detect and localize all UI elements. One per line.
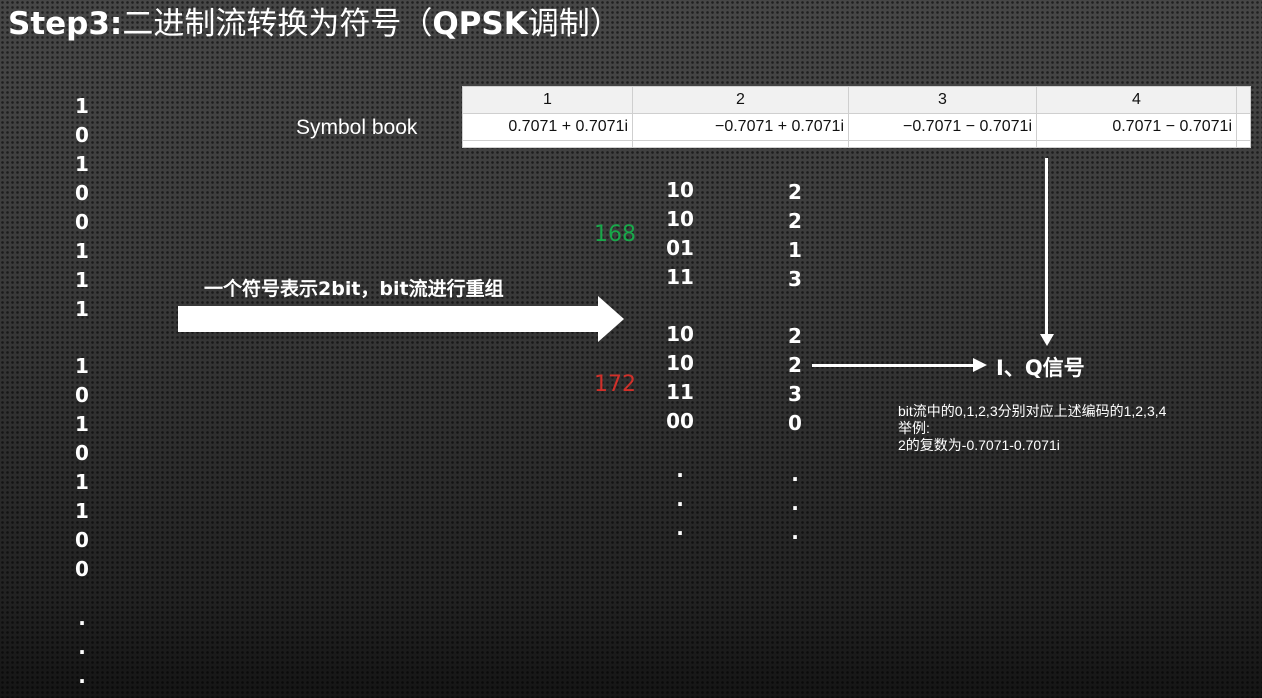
bit: 0 (75, 123, 89, 147)
ellipsis-dot: . (676, 516, 684, 540)
bit: 1 (75, 268, 89, 292)
symbol-index: 3 (788, 382, 802, 406)
ellipsis-dot: . (791, 462, 799, 486)
slide-title: Step3:二进制流转换为符号（QPSK调制） (8, 2, 621, 46)
ellipsis-dot: . (78, 635, 86, 659)
marker-green: 168 (594, 222, 636, 247)
down-arrow-head (1040, 334, 1054, 346)
bit: 0 (75, 210, 89, 234)
bit: 1 (75, 470, 89, 494)
ellipsis-dot: . (676, 487, 684, 511)
symbol-to-iq-arrow (812, 364, 974, 367)
symbol-book-header: 4 (1036, 86, 1237, 114)
symbol-index: 2 (788, 324, 802, 348)
bit: 1 (75, 499, 89, 523)
symbol-book-value: −0.7071 + 0.7071i (632, 113, 849, 141)
bitstream-column: 1 0 1 0 0 1 1 1 1 0 1 0 1 1 0 0 . . . (70, 92, 94, 691)
title-step: Step3: (8, 6, 123, 42)
symbol-index: 2 (788, 180, 802, 204)
bit: 1 (75, 412, 89, 436)
note-line: 举例: (898, 420, 930, 436)
title-text-end: 调制） (527, 6, 621, 42)
bit-pair: 10 (666, 207, 694, 231)
ellipsis-dot: . (791, 520, 799, 544)
bit: 0 (75, 557, 89, 581)
symbol-book-header: 3 (848, 86, 1037, 114)
bit-pairs-column: 10 10 01 11 10 10 11 00 . . . (660, 176, 700, 543)
symbol-book-table: 1 2 3 4 0.7071 + 0.7071i −0.7071 + 0.707… (462, 86, 1251, 148)
bit: 0 (75, 383, 89, 407)
right-arrow-head (973, 358, 987, 372)
symbol-book-value: 0.7071 + 0.7071i (462, 113, 633, 141)
ellipsis-dot: . (676, 458, 684, 482)
bit: 0 (75, 528, 89, 552)
symbol-book-value: 0.7071 − 0.7071i (1036, 113, 1237, 141)
symbol-book-header: 1 (462, 86, 633, 114)
symbols-column: 2 2 1 3 2 2 3 0 . . . (784, 178, 806, 547)
marker-red: 172 (594, 372, 636, 397)
explanation-note: bit流中的0,1,2,3分别对应上述编码的1,2,3,4 举例: 2的复数为-… (898, 403, 1166, 454)
symbol-index: 1 (788, 238, 802, 262)
title-text: 二进制流转换为符号（ (122, 6, 433, 42)
symbol-index: 0 (788, 411, 802, 435)
ellipsis-dot: . (78, 606, 86, 630)
note-line: 2的复数为-0.7071-0.7071i (898, 437, 1060, 453)
bit: 1 (75, 354, 89, 378)
regroup-label: 一个符号表示2bit，bit流进行重组 (204, 278, 504, 300)
symbol-index: 3 (788, 267, 802, 291)
symbol-book-value: −0.7071 − 0.7071i (848, 113, 1037, 141)
bit: 1 (75, 239, 89, 263)
symbol-book-header-empty (1236, 86, 1251, 114)
bit-pair: 10 (666, 178, 694, 202)
symbol-book-header: 2 (632, 86, 849, 114)
bit: 1 (75, 94, 89, 118)
symbol-index: 2 (788, 209, 802, 233)
symbol-index: 2 (788, 353, 802, 377)
bit: 0 (75, 441, 89, 465)
regroup-arrow (178, 306, 600, 332)
iq-signal-label: I、Q信号 (996, 356, 1085, 380)
bit-pair: 11 (666, 265, 694, 289)
bit-pair: 10 (666, 322, 694, 346)
bit: 1 (75, 297, 89, 321)
bit-pair: 00 (666, 409, 694, 433)
bit-pair: 11 (666, 380, 694, 404)
regroup-arrow-head (598, 296, 624, 342)
note-line: bit流中的0,1,2,3分别对应上述编码的1,2,3,4 (898, 403, 1167, 419)
symbol-book-label: Symbol book (296, 116, 418, 139)
ellipsis-dot: . (78, 664, 86, 688)
title-qpsk: QPSK (432, 6, 528, 42)
bit-pair: 10 (666, 351, 694, 375)
ellipsis-dot: . (791, 491, 799, 515)
symbol-book-value-empty (1236, 113, 1251, 141)
bit: 0 (75, 181, 89, 205)
bit-pair: 01 (666, 236, 694, 260)
table-to-iq-arrow (1045, 158, 1048, 336)
bit: 1 (75, 152, 89, 176)
